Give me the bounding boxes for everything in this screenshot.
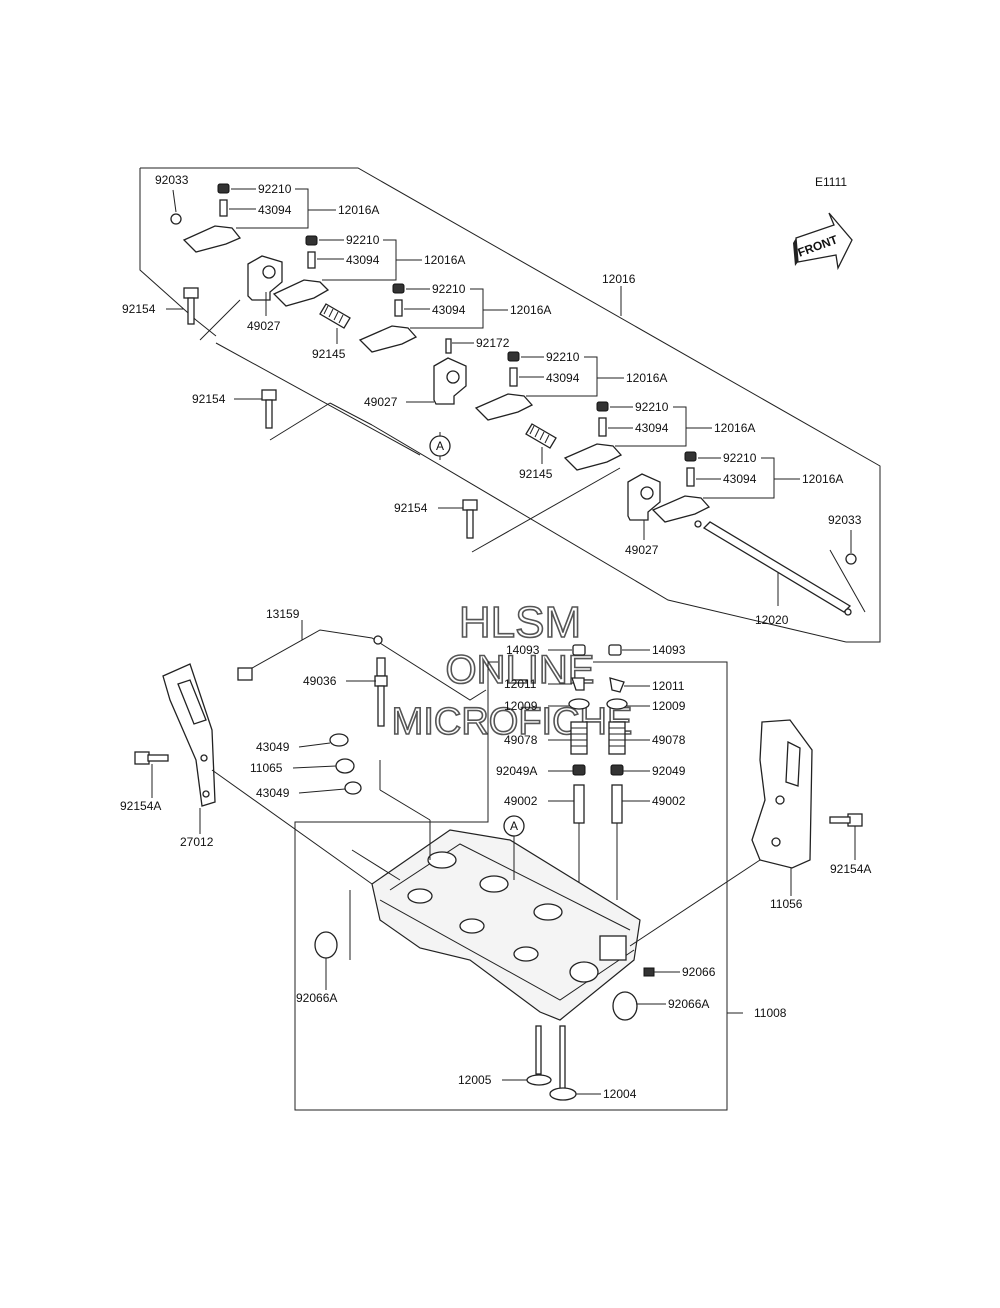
rocker-springs	[319, 303, 557, 449]
part-label: 49078	[652, 733, 686, 747]
part-label: 12016A	[510, 303, 551, 317]
diagram-code: E1111	[815, 175, 847, 189]
part-label: 14093	[506, 643, 540, 657]
watermark-line2: ONLINE	[446, 648, 595, 692]
part-label: 12016A	[626, 371, 667, 385]
bracket-left	[134, 663, 216, 807]
part-label: 12009	[652, 699, 686, 713]
part-label: 49078	[504, 733, 538, 747]
part-label: 92066A	[668, 997, 709, 1011]
glow-plug-assembly	[237, 629, 487, 727]
part-label: 92210	[723, 451, 757, 465]
part-label: 12016A	[338, 203, 379, 217]
part-label: 43094	[546, 371, 580, 385]
part-label: 12009	[504, 699, 538, 713]
part-label: 49027	[364, 395, 398, 409]
part-label: 92145	[519, 467, 553, 481]
front-arrow-icon: FRONT	[793, 212, 853, 271]
callout-a-bottom: A	[503, 815, 525, 880]
part-label: 92033	[155, 173, 189, 187]
watermark-line3: MICROFICHE	[392, 701, 633, 743]
part-label: 12005	[458, 1073, 492, 1087]
part-label: 11008	[754, 1006, 787, 1020]
part-label: 92210	[432, 282, 466, 296]
part-label: 92066	[682, 965, 716, 979]
part-label: 43049	[256, 786, 290, 800]
rocker-bolts	[183, 287, 478, 539]
part-label: 13159	[266, 607, 300, 621]
part-label: 14093	[652, 643, 686, 657]
part-label: 12016A	[424, 253, 465, 267]
part-label: 49036	[303, 674, 337, 688]
leader-lines	[151, 188, 856, 1095]
part-label: 49027	[247, 319, 281, 333]
part-label: 12011	[504, 677, 537, 691]
head-plugs	[314, 931, 655, 1021]
valves	[526, 1025, 577, 1101]
svg-text:A: A	[510, 819, 518, 833]
nozzle-seals	[329, 733, 362, 795]
rocker-supports	[247, 255, 661, 521]
part-label: 92210	[258, 182, 292, 196]
part-label: 27012	[180, 835, 214, 849]
part-label: 12020	[755, 613, 789, 627]
part-label: 11065	[250, 761, 283, 775]
part-label: 43094	[635, 421, 669, 435]
watermark: HLSM ONLINE MICROFICHE	[391, 597, 633, 744]
part-label: 92154	[122, 302, 156, 316]
part-label: 92210	[346, 233, 380, 247]
part-labels: 92033 92210 43094 12016A 92210 43094 120…	[120, 173, 871, 1101]
part-label: 12004	[603, 1087, 637, 1101]
part-label: 92154A	[120, 799, 161, 813]
valve-parts	[568, 644, 628, 900]
part-label: 92210	[546, 350, 580, 364]
part-label: 92033	[828, 513, 862, 527]
rocker-shaft	[694, 520, 852, 616]
part-label: 92154	[192, 392, 226, 406]
part-label: 12016A	[802, 472, 843, 486]
part-label: 12016	[602, 272, 636, 286]
part-label: 43094	[258, 203, 292, 217]
part-label: 43094	[723, 472, 757, 486]
part-label: 49002	[652, 794, 686, 808]
callout-a-top: A	[429, 435, 451, 457]
part-label: 12016A	[714, 421, 755, 435]
part-label: 12011	[652, 679, 685, 693]
part-label: 43094	[346, 253, 380, 267]
circlip-top-icon	[170, 213, 182, 225]
pin-icon	[445, 338, 452, 354]
plate-right	[751, 719, 863, 869]
svg-text:A: A	[436, 439, 444, 453]
part-label: 49002	[504, 794, 538, 808]
part-label: 92172	[476, 336, 510, 350]
watermark-line1: HLSM	[459, 598, 581, 647]
rocker-arms	[182, 183, 711, 523]
part-label: 92145	[312, 347, 346, 361]
part-label: 49027	[625, 543, 659, 557]
part-label: 92049	[652, 764, 686, 778]
circlip-right-icon	[845, 553, 857, 565]
part-label: 92210	[635, 400, 669, 414]
cylinder-head	[371, 829, 641, 1021]
part-label: 11056	[770, 897, 803, 911]
part-label: 92154A	[830, 862, 871, 876]
part-label: 43049	[256, 740, 290, 754]
part-label: 92049A	[496, 764, 537, 778]
part-label: 43094	[432, 303, 466, 317]
part-label: 92066A	[296, 991, 337, 1005]
part-label: 92154	[394, 501, 428, 515]
cylinder-head-frame	[294, 661, 743, 1111]
